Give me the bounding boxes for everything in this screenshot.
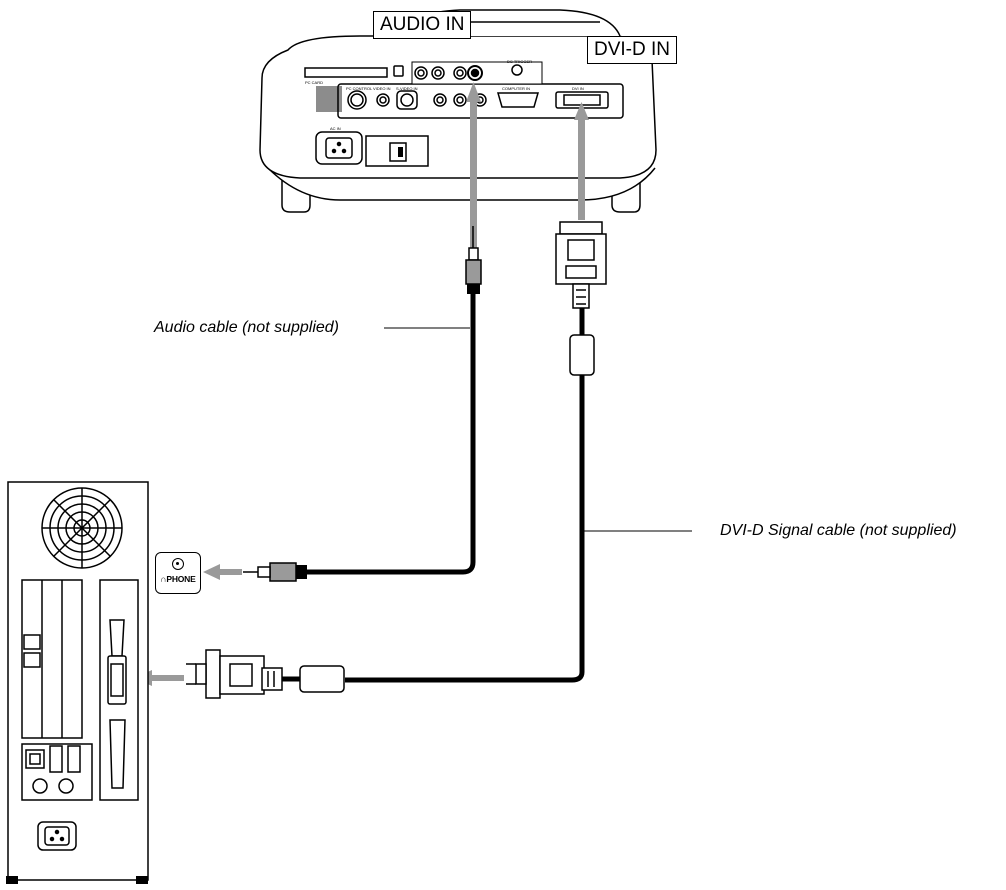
headphone-icon: ∩	[160, 574, 167, 584]
serial-port	[109, 619, 125, 657]
usb-port-1	[49, 745, 63, 773]
phone-jack: ∩PHONE	[155, 552, 201, 594]
computer-dvi-port	[107, 655, 127, 705]
network-port-1	[23, 634, 41, 650]
dvi-cable	[186, 221, 607, 699]
dvi-connection-arrow	[574, 102, 589, 220]
network-port-2	[23, 652, 41, 668]
dvi-d-in-label: DVI-D IN	[587, 36, 677, 64]
pc-card-slot	[304, 67, 388, 78]
audio-in-label: AUDIO IN	[373, 11, 472, 39]
phone-label-text: PHONE	[166, 574, 196, 584]
ps2-port-1	[32, 778, 48, 794]
usb-port-square	[25, 749, 45, 769]
s-video-in-text: S-VIDEO IN	[396, 86, 418, 91]
computer-tower	[6, 481, 149, 884]
dc-trigger-text: DC TRIGGER	[507, 59, 532, 64]
dc-trigger-jack	[511, 64, 523, 76]
computer-case	[7, 481, 149, 881]
fan-grille	[41, 487, 123, 569]
phone-jack-label: ∩PHONE	[156, 574, 200, 584]
video-in-port	[376, 93, 390, 107]
dvi-in-text: DVI IN	[572, 86, 584, 91]
phone-connection-arrow	[203, 564, 242, 580]
computer-in-text: COMPUTER IN	[502, 86, 530, 91]
usb-port-2	[67, 745, 81, 773]
pc-card-text: PC CARD	[305, 80, 323, 85]
parallel-port	[109, 719, 126, 789]
ps2-port-2	[58, 778, 74, 794]
computer-power-inlet	[37, 821, 77, 851]
ac-in-text: AC IN	[330, 126, 341, 131]
video-in-text: VIDEO IN	[373, 86, 391, 91]
audio-connection-arrow	[466, 82, 481, 260]
pc-control-text: PC CONTROL	[346, 86, 373, 91]
projector-panel-text: PC CARD PC CONTROL VIDEO IN S-VIDEO IN C…	[305, 59, 584, 131]
audio-cable	[243, 226, 482, 582]
computer-in-port	[497, 92, 539, 108]
dvi-cable-caption: DVI-D Signal cable (not supplied)	[720, 522, 957, 539]
phone-jack-icon	[172, 558, 184, 570]
audio-cable-caption: Audio cable (not supplied)	[154, 319, 340, 336]
